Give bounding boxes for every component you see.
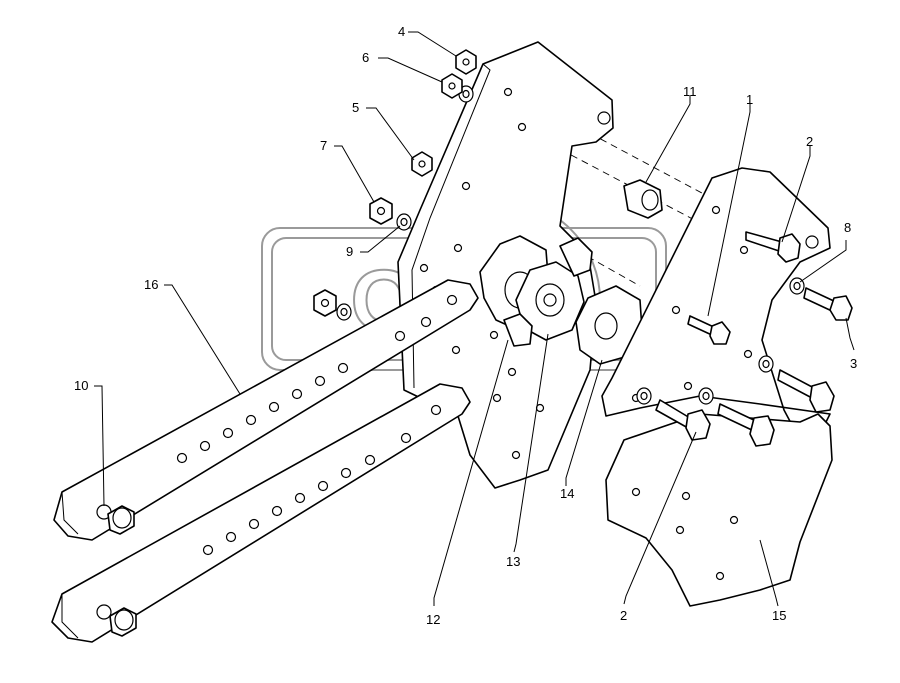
bolt-upper-right [745,231,801,263]
spacer-tube [623,179,663,219]
bushing-lower [109,607,137,637]
callout-4: 4 [398,24,405,39]
callout-14: 14 [560,486,574,501]
bolt-small-1 [687,315,731,345]
right-mounting-bracket [601,167,831,441]
callout-15: 15 [772,608,786,623]
callout-2-lower: 2 [620,608,627,623]
callout-5: 5 [352,100,359,115]
upper-link-bar [53,279,479,541]
callout-3: 3 [850,356,857,371]
callout-13: 13 [506,554,520,569]
bolt-lower-mid [717,403,775,447]
lower-link-bar [51,383,471,643]
callout-2-upper: 2 [806,134,813,149]
callout-1: 1 [746,92,753,107]
callout-8: 8 [844,220,851,235]
callout-11: 11 [683,84,697,99]
adapter-plate [605,413,833,607]
nuts [313,49,477,317]
callout-7: 7 [320,138,327,153]
callout-9: 9 [346,244,353,259]
callout-leaders [94,31,855,607]
callout-10: 10 [74,378,88,393]
callout-16: 16 [144,277,158,292]
callout-labels: 4 6 5 7 9 16 10 11 1 2 8 3 12 13 14 2 15 [74,24,857,627]
bushing-upper [107,505,135,535]
bolt-lower-right [777,369,835,413]
bolt-lower-left-2 [655,399,711,441]
star-knob-center [515,261,585,341]
washers [336,85,805,405]
spacer-pins [503,237,593,347]
bolt-right-3 [803,287,853,321]
callout-6: 6 [362,50,369,65]
callout-12: 12 [426,612,440,627]
